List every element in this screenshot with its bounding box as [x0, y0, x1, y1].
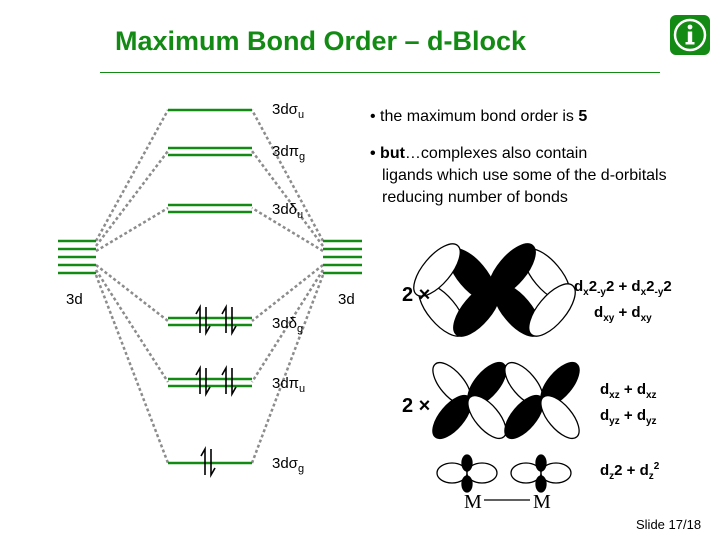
mo-level-3ddelta-g	[168, 316, 252, 327]
electron-spin-up-4-1a	[221, 364, 227, 394]
pi-orbital-combination: dxz + dxz dyz + dyz	[600, 381, 657, 427]
delta-orbital-pair	[413, 243, 576, 337]
electron-spin-down-3-0b	[205, 307, 211, 337]
right-atomic-orbitals	[323, 239, 362, 275]
delta-orbital-combination: dx2-y2 + dx2-y2 dxy + dxy	[574, 278, 672, 324]
electron-spin-down-4-0b	[205, 368, 211, 398]
mo-label-3dpi-u: 3dπu	[272, 375, 306, 395]
electron-spin-up-5a	[200, 445, 206, 475]
electron-spin-up-3-1a	[221, 303, 227, 333]
mo-label-3ddelta-g: 3dδg	[272, 315, 304, 335]
electron-spin-up-3-0a	[195, 303, 201, 333]
multiplier-pi: 2 ×	[402, 395, 431, 417]
orbital-lobe-drawings	[413, 243, 580, 501]
sigma-orbital-pair	[436, 454, 572, 493]
left-3d-label: 3d	[66, 291, 83, 308]
page-title: Maximum Bond Order – d-Block	[115, 26, 527, 56]
mo-label-3dpi-g: 3dπg	[272, 143, 306, 163]
electron-arrows	[195, 303, 237, 479]
bullet-max-bond-order: • the maximum bond order is 5	[370, 108, 588, 125]
mo-level-3dpi-g	[168, 146, 252, 157]
slide-number: Slide 17/18	[636, 517, 702, 532]
electron-spin-down-4-1b	[231, 368, 237, 398]
mo-label-3dsigma-g: 3dσg	[272, 455, 305, 475]
mo-level-3ddelta-u	[168, 203, 252, 214]
mo-label-3ddelta-u: 3dδu	[272, 201, 304, 221]
sigma-orbital-combination: dz2 + dz2	[600, 461, 660, 482]
mo-label-3dsigma-u: 3dσu	[272, 101, 305, 121]
electron-spin-down-5b	[210, 449, 216, 479]
molecular-orbital-levels	[168, 108, 252, 465]
correlation-lines	[94, 109, 325, 464]
left-atomic-orbitals	[58, 239, 96, 275]
multiplier-delta: 2 ×	[402, 284, 431, 306]
mo-level-3dpi-u	[168, 377, 252, 388]
info-icon[interactable]	[667, 12, 713, 58]
max-bond-order-value: 5	[578, 108, 588, 125]
right-3d-label: 3d	[338, 291, 355, 308]
title-underline	[100, 72, 660, 73]
electron-spin-up-4-0a	[195, 364, 201, 394]
electron-spin-down-3-1b	[231, 307, 237, 337]
metal-label-left: M	[464, 491, 482, 513]
metal-label-right: M	[533, 491, 551, 513]
pi-orbital-pair	[432, 361, 580, 440]
